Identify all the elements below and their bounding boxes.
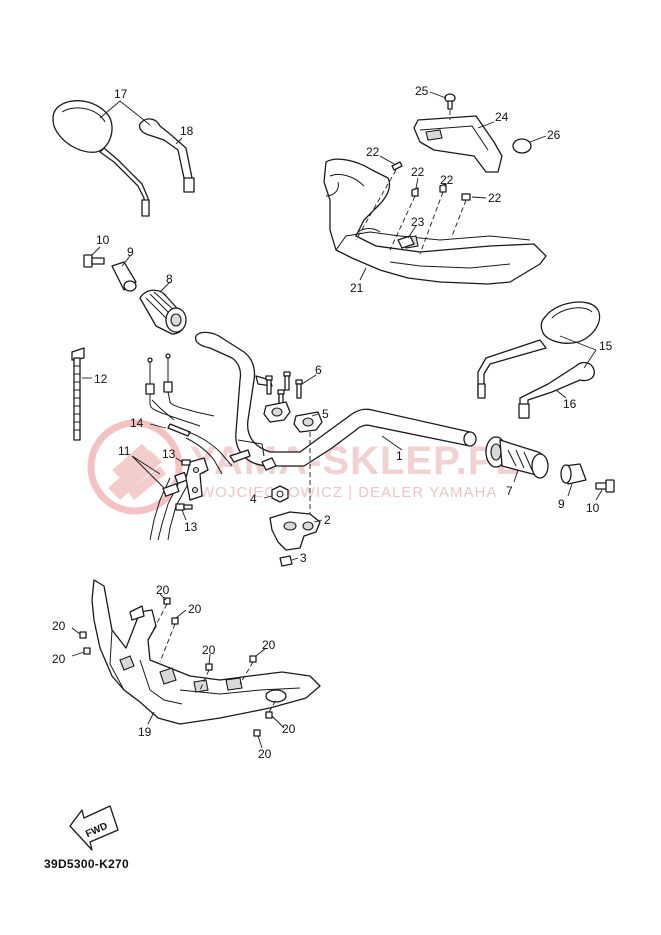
callout-20-b: 20	[188, 602, 202, 616]
callout-7: 7	[506, 484, 513, 498]
callout-12: 12	[94, 372, 108, 386]
meter-screw	[444, 93, 456, 110]
callout-22-d: 22	[488, 191, 502, 205]
nut	[271, 485, 289, 503]
callout-18: 18	[180, 124, 194, 138]
callout-3: 3	[300, 551, 307, 565]
cable-tie	[71, 347, 85, 441]
collar-right	[560, 463, 587, 485]
handlebar-upper-cover	[323, 158, 547, 285]
mirror-left	[52, 100, 150, 217]
callout-13-bottom: 13	[184, 520, 198, 534]
callout-4: 4	[250, 492, 257, 506]
callout-11: 11	[118, 444, 131, 458]
grip-right	[485, 436, 549, 479]
callout-2: 2	[324, 513, 331, 527]
callout-22-c: 22	[440, 173, 454, 187]
callout-26: 26	[547, 128, 561, 142]
callout-23: 23	[411, 215, 425, 229]
watermark-logo-icon	[87, 419, 183, 515]
callout-24: 24	[495, 110, 509, 124]
callout-6: 6	[315, 363, 322, 377]
callout-20-a: 20	[156, 583, 170, 597]
cap	[279, 555, 293, 567]
callout-20-c: 20	[52, 619, 66, 633]
callout-20-e: 20	[202, 643, 216, 657]
fwd-arrow-icon: FWD	[69, 805, 119, 851]
handlebar	[194, 331, 477, 471]
callout-17: 17	[114, 87, 128, 101]
diagram-code: 39D5300-K270	[44, 857, 129, 871]
collar-left	[111, 261, 137, 292]
handlebar-lower-cover	[91, 579, 321, 725]
callout-22-b: 22	[411, 165, 425, 179]
callout-20-g: 20	[282, 722, 296, 736]
mirror-right	[477, 301, 601, 399]
callout-20-f: 20	[262, 638, 276, 652]
callout-10-right: 10	[586, 501, 600, 515]
callout-13-top: 13	[162, 447, 176, 461]
throttle-cables	[145, 353, 233, 541]
callout-25: 25	[415, 84, 429, 98]
lower-holder	[269, 511, 321, 551]
cover-screws	[391, 161, 471, 201]
callout-10-left: 10	[96, 233, 110, 247]
callout-22-a: 22	[366, 145, 380, 159]
callout-19: 19	[138, 725, 152, 739]
callout-5: 5	[322, 407, 329, 421]
callout-1: 1	[396, 449, 403, 463]
meter-cover	[413, 115, 503, 173]
callout-14: 14	[130, 416, 144, 430]
callout-20-d: 20	[52, 652, 66, 666]
plug	[512, 138, 532, 154]
callout-16: 16	[563, 397, 577, 411]
screw-right	[595, 479, 615, 493]
callout-9-left: 9	[127, 245, 134, 259]
callout-15: 15	[599, 339, 613, 353]
mirror-arm-right	[138, 118, 195, 193]
watermark-subtitle: WOJCIECHOWICZ | DEALER YAMAHA	[200, 484, 497, 501]
callout-9-right: 9	[558, 497, 565, 511]
upper-holders	[263, 401, 323, 433]
screw-left	[83, 254, 105, 268]
mirror-arm-left	[518, 361, 595, 419]
callout-20-h: 20	[258, 747, 272, 761]
callout-8: 8	[166, 272, 173, 286]
holder-bolts	[265, 371, 303, 409]
cover-clip	[397, 235, 415, 249]
callout-21: 21	[350, 281, 364, 295]
grip-left	[139, 289, 187, 335]
